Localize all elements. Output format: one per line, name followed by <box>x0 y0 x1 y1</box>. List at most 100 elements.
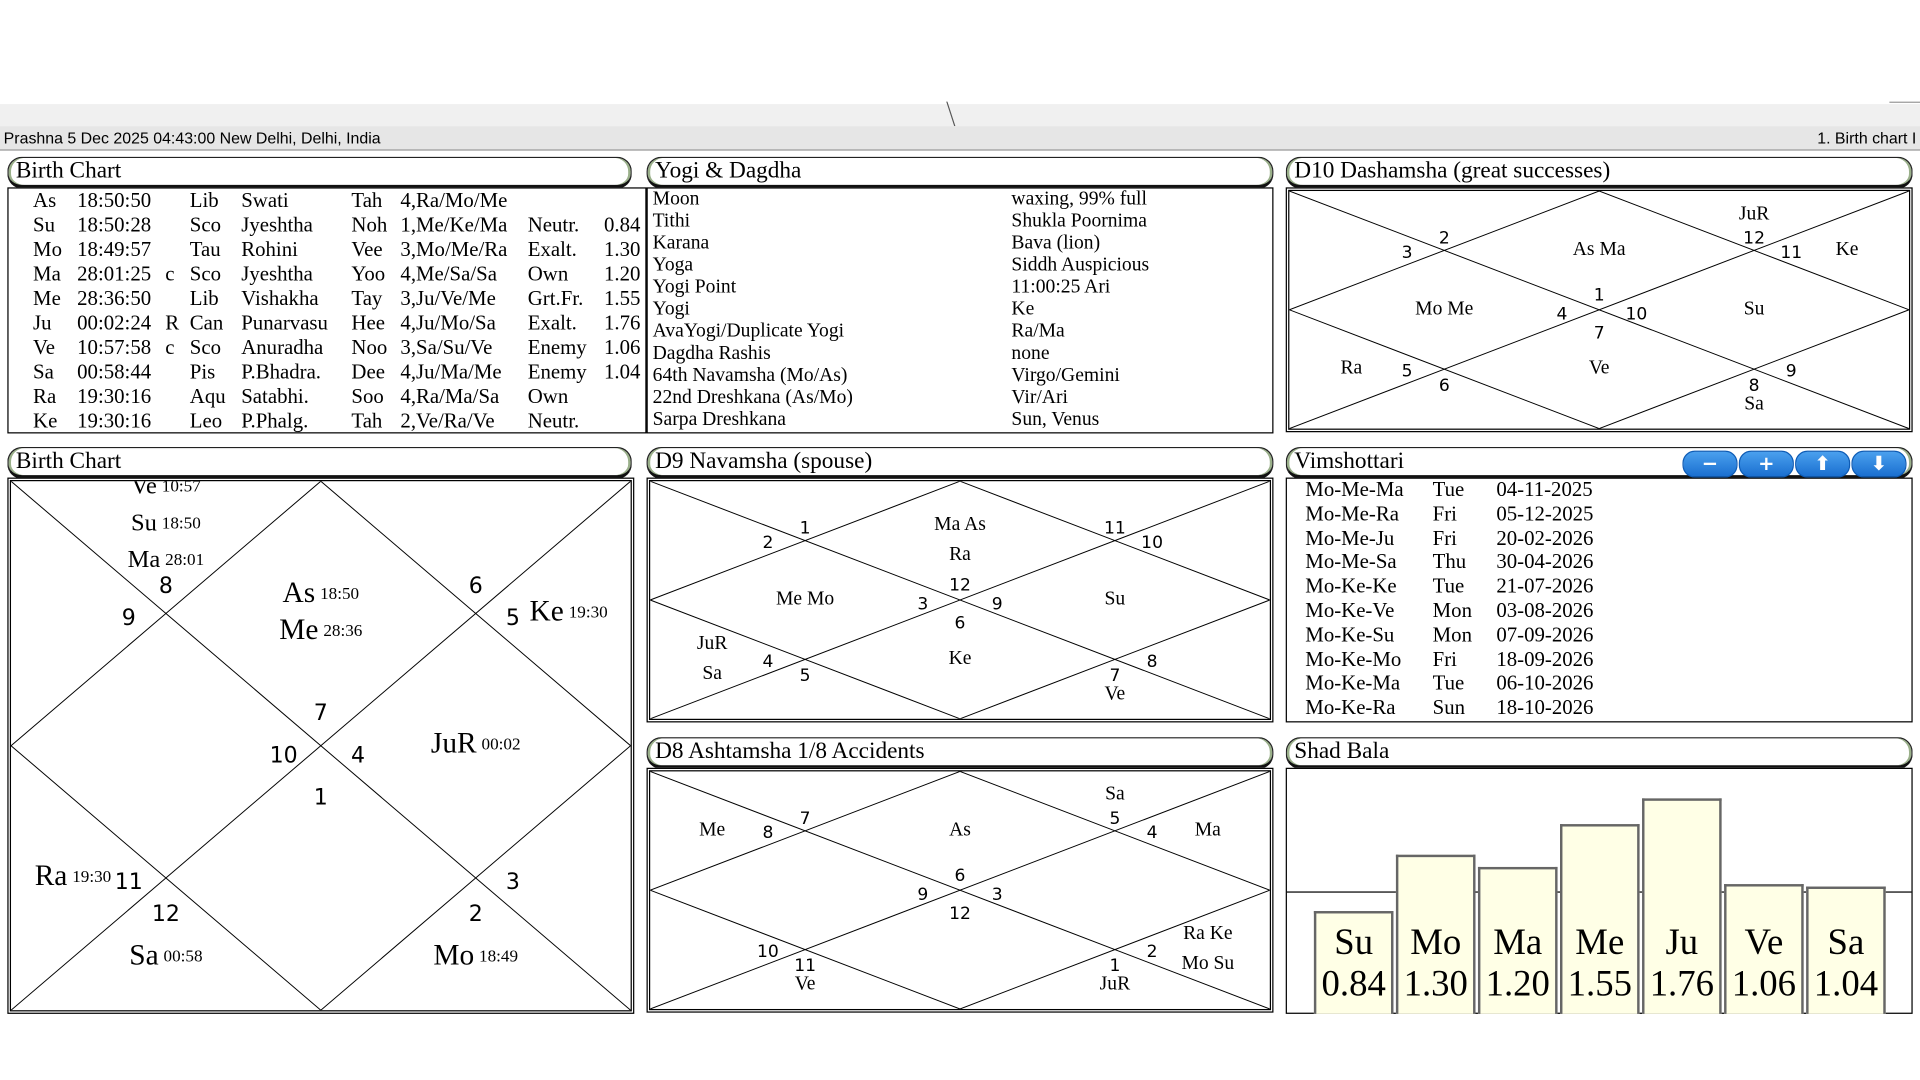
dasha-date: 04-11-2025 <box>1496 477 1593 501</box>
dasha-period: Mo-Me-Ju <box>1305 526 1395 550</box>
planet-placement[interactable]: Ke <box>1836 239 1859 260</box>
syllable-cell: Tah <box>351 188 383 212</box>
planet-placement[interactable]: Mo Me <box>1415 298 1473 319</box>
chart-selector[interactable]: 1. Birth chart I <box>1817 128 1917 147</box>
yogi-label: 64th Navamsha (Mo/As) <box>652 364 848 386</box>
sign-number: 5 <box>1402 362 1413 382</box>
dasha-weekday: Tue <box>1432 477 1465 501</box>
sign-cell: Sco <box>189 262 222 286</box>
planet-placement[interactable]: Ve <box>1589 358 1610 379</box>
yogi-value: none <box>1011 342 1050 364</box>
planet-placement[interactable]: Sa <box>702 663 722 684</box>
syllable-cell: Noo <box>351 335 388 359</box>
planet-name: Ke <box>530 595 564 627</box>
planet-placement[interactable]: JuR <box>1739 203 1770 224</box>
dignity-cell: Own <box>527 384 569 408</box>
sign-number: 1 <box>1109 956 1120 976</box>
planet-placement[interactable]: Ke <box>949 648 972 669</box>
d9-header[interactable]: D9 Navamsha (spouse) <box>646 446 1274 479</box>
dasha-weekday: Mon <box>1432 598 1472 623</box>
sign-number: 9 <box>1786 362 1797 382</box>
scroll-up-button[interactable]: ⬆ <box>1795 450 1851 478</box>
birth-table-header[interactable]: Birth Chart <box>7 156 632 189</box>
diagonal-line <box>11 481 631 1011</box>
planet-placement[interactable]: Sa <box>1744 393 1764 414</box>
dasha-date: 06-10-2026 <box>1496 671 1594 695</box>
bar-value: 1.30 <box>1403 963 1468 1005</box>
planet-degree: 28:01 <box>165 550 204 569</box>
d10-header[interactable]: D10 Dashamsha (great successes) <box>1285 156 1913 189</box>
d8-header[interactable]: D8 Ashtamsha 1/8 Accidents <box>646 737 1274 769</box>
planet-placement[interactable]: As Ma <box>1573 239 1626 260</box>
planet-placement[interactable]: Mo Su <box>1181 953 1234 974</box>
planet-degree: 19:30 <box>569 602 608 621</box>
planet-placement[interactable]: Ra <box>1340 358 1362 379</box>
yogi-header[interactable]: Yogi & Dagdha <box>646 156 1274 189</box>
shadbala-header[interactable]: Shad Bala <box>1285 737 1913 769</box>
sign-number: 5 <box>800 666 811 686</box>
planet-name: As <box>283 577 316 609</box>
sign-number: 2 <box>469 902 483 927</box>
dasha-period: Mo-Ke-Ke <box>1305 574 1397 598</box>
diagonal-line <box>650 771 1270 1009</box>
planet-placement[interactable]: JuR <box>697 633 728 654</box>
planet-placement[interactable]: Ve <box>795 974 816 995</box>
planet-placement[interactable]: Su <box>1744 298 1765 319</box>
dasha-weekday: Sun <box>1432 695 1466 720</box>
expand-button[interactable]: + <box>1738 450 1794 478</box>
motion-cell: c <box>165 262 175 286</box>
yogi-label: Yogi <box>652 298 690 320</box>
scroll-down-button[interactable]: ⬇ <box>1851 450 1907 478</box>
planet-placement[interactable]: Ma As <box>934 514 986 535</box>
collapse-button[interactable]: − <box>1682 450 1738 478</box>
sign-cell: Aqu <box>189 384 226 408</box>
planet-placement[interactable]: JuR <box>1100 974 1131 995</box>
planet-placement[interactable]: Ra <box>949 544 971 565</box>
pada-lords-cell: 3,Mo/Me/Ra <box>400 237 508 261</box>
dasha-weekday: Tue <box>1432 574 1465 598</box>
planet-cell: Ve <box>33 335 56 359</box>
house-diamond <box>650 771 1270 1009</box>
planet-cell: Me <box>33 286 61 310</box>
planet-placement[interactable]: Me <box>699 819 725 840</box>
bar-label: Su <box>1334 922 1374 963</box>
rasi-header[interactable]: Birth Chart <box>7 446 632 479</box>
planet-placement[interactable]: Ma <box>1195 819 1221 840</box>
bar-value: 1.20 <box>1485 963 1550 1005</box>
sign-number: 8 <box>159 574 173 599</box>
longitude-cell: 19:30:16 <box>77 384 152 408</box>
yogi-value: Siddh Auspicious <box>1011 254 1150 276</box>
sign-number: 4 <box>762 652 773 672</box>
planet-cell: Ke <box>33 408 58 433</box>
dignity-cell: Enemy <box>527 335 587 359</box>
planet-name: Ma <box>128 546 161 573</box>
planet-degree: 28:36 <box>323 621 362 640</box>
planet-placement[interactable]: Ke 19:30 <box>530 595 608 627</box>
syllable-cell: Soo <box>351 384 384 408</box>
planet-placement[interactable]: Ve <box>1105 684 1126 705</box>
planet-placement[interactable]: Me Mo <box>776 589 834 610</box>
planet-placement[interactable]: Sa <box>1105 784 1125 805</box>
planet-cell: Mo <box>33 237 62 261</box>
planet-placement[interactable]: As <box>949 819 971 840</box>
syllable-cell: Vee <box>351 237 383 261</box>
sign-number: 1 <box>1594 286 1605 306</box>
yogi-label: Tithi <box>652 210 691 232</box>
sign-cell: Sco <box>189 213 222 237</box>
planet-placement[interactable]: Su <box>1105 589 1126 610</box>
planet-placement[interactable]: Ra Ke <box>1183 923 1233 944</box>
sign-number: 1 <box>800 519 811 539</box>
